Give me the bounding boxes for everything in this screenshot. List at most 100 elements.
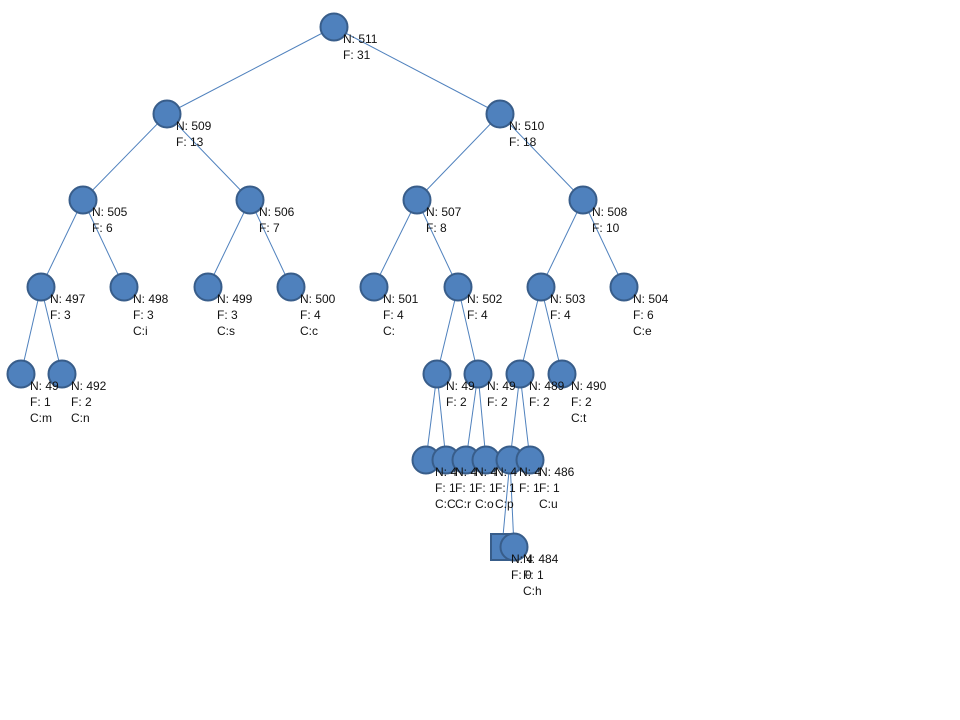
node-label-line: N: 501	[383, 292, 419, 306]
tree-edge	[40, 199, 84, 288]
node-label-line: N: 498	[133, 292, 169, 306]
node-label-line: N: 508	[592, 205, 628, 219]
tree-node-circle	[152, 99, 182, 129]
node-label-line: N: 49	[446, 379, 475, 393]
node-label-line: C:o	[475, 497, 494, 511]
tree-edge	[416, 113, 501, 201]
tree-edge	[20, 286, 42, 375]
node-label-line: F: 8	[426, 221, 447, 235]
node-label-line: F: 13	[176, 135, 204, 149]
tree-edge	[416, 199, 459, 288]
tree-node-circle	[68, 185, 98, 215]
node-label-line: F: 4	[383, 308, 404, 322]
tree-node-circle	[6, 359, 36, 389]
tree-edge	[166, 113, 251, 201]
tree-edge	[540, 286, 563, 375]
node-label-line: F: 3	[50, 308, 71, 322]
node-label: N: 49 F: 2	[446, 378, 475, 410]
node-label-line: F: 4	[550, 308, 571, 322]
tree-node-circle	[568, 185, 598, 215]
tree-edge	[82, 199, 125, 288]
node-label-line: F: 6	[92, 221, 113, 235]
node-label-line: C:p	[495, 497, 514, 511]
tree-node-circle	[499, 532, 529, 562]
tree-node-circle	[359, 272, 389, 302]
tree-edge	[519, 286, 542, 375]
node-label: N: 505 F: 6	[92, 204, 127, 236]
node-label-line: F: 1	[539, 481, 560, 495]
node-label-line: N: 490	[571, 379, 607, 393]
tree-edge	[457, 286, 479, 375]
tree-node-circle	[26, 272, 56, 302]
tree-edge	[499, 113, 584, 201]
tree-edge	[166, 26, 335, 115]
node-label-line: C:r	[455, 497, 471, 511]
node-label-line: F: 0	[511, 568, 532, 582]
node-label-line: F: 2	[71, 395, 92, 409]
node-label-line: N: 489	[529, 379, 565, 393]
node-label-line: F: 31	[343, 48, 371, 62]
tree-node-circle	[109, 272, 139, 302]
node-label-line: F: 7	[259, 221, 280, 235]
node-label-line: C:e	[633, 324, 652, 338]
node-label-line: F: 2	[529, 395, 550, 409]
node-label-line: F: 3	[217, 308, 238, 322]
tree-edge	[333, 26, 501, 115]
node-label-line: C:i	[133, 324, 148, 338]
tree-node-circle	[443, 272, 473, 302]
node-label-line: N: 49	[30, 379, 59, 393]
node-label-line: C:c	[300, 324, 318, 338]
node-label-line: N: 509	[176, 119, 212, 133]
tree-edge	[436, 286, 459, 375]
tree-edge	[373, 199, 418, 288]
node-label-line: N: 499	[217, 292, 253, 306]
node-label-line: N: 505	[92, 205, 128, 219]
node-label-line: C:t	[571, 411, 587, 425]
tree-node-circle	[463, 359, 493, 389]
tree-edge	[501, 459, 511, 548]
tree-edge	[509, 459, 515, 548]
tree-edge	[82, 113, 168, 201]
node-label-line: F: 18	[509, 135, 537, 149]
node-label-line: F: 1	[495, 481, 516, 495]
tree-nodes	[6, 12, 639, 562]
node-label-line: C:m	[30, 411, 52, 425]
tree-node-circle	[276, 272, 306, 302]
tree-node-circle	[193, 272, 223, 302]
node-label-line: F: 1	[519, 481, 540, 495]
tree-node-circle	[235, 185, 265, 215]
tree-node-circle	[402, 185, 432, 215]
node-label-line: N: 4	[519, 465, 542, 479]
node-label-line: N: 511	[343, 32, 378, 46]
node-label-line: N: 484	[523, 552, 559, 566]
node-label-line: C:h	[523, 584, 542, 598]
node-label-line: C:	[383, 324, 395, 338]
node-label: N: 489 F: 2	[529, 378, 564, 410]
node-label-line: F: 4	[467, 308, 488, 322]
node-label-line: N: 500	[300, 292, 336, 306]
tree-node-circle	[547, 359, 577, 389]
node-label-line: F: 2	[487, 395, 508, 409]
node-label-line: F: 1	[435, 481, 456, 495]
node-label-line: F: 4	[300, 308, 321, 322]
node-label-line: N: 507	[426, 205, 462, 219]
node-label: N: 4 F: 1	[519, 464, 541, 496]
node-label-line: F: 1	[475, 481, 496, 495]
node-label-line: F: 2	[446, 395, 467, 409]
tree-node-circle	[515, 445, 545, 475]
node-label-line: F: 6	[633, 308, 654, 322]
